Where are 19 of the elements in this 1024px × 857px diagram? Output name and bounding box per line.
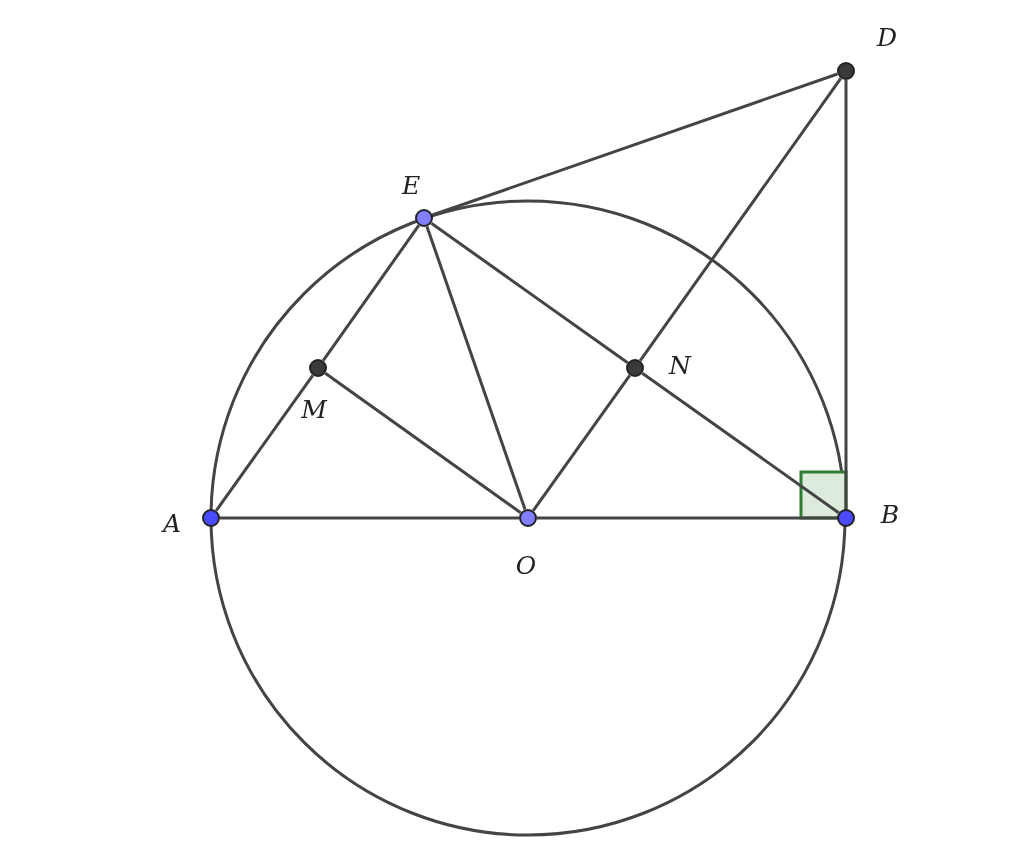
- line-segment: [215, 374, 314, 512]
- point-label: A: [160, 509, 183, 539]
- line-segment: [220, 516, 519, 520]
- point-label: N: [667, 351, 693, 381]
- point-label: M: [300, 395, 328, 425]
- line-segment: [432, 72, 838, 217]
- line-segment: [430, 222, 629, 364]
- point-label: B: [879, 500, 901, 530]
- line-segment: [425, 226, 527, 510]
- line-segment: [639, 77, 842, 362]
- point-label: D: [875, 23, 898, 53]
- line-segment: [324, 372, 522, 514]
- line-segment: [537, 516, 837, 520]
- line-segment: [532, 374, 631, 512]
- line-segment: [844, 80, 848, 509]
- line-segment: [641, 372, 840, 514]
- point-label: E: [400, 171, 422, 201]
- line-segment: [321, 224, 421, 362]
- point-label: O: [514, 551, 538, 581]
